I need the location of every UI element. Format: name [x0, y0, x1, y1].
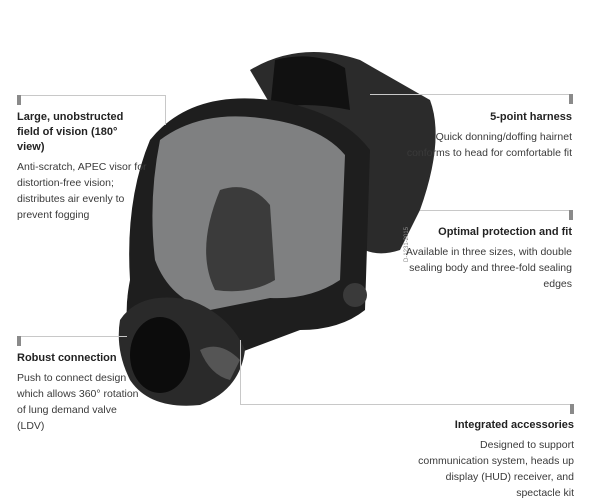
callout-title: Optimal protection and fit — [438, 226, 572, 238]
leader-line — [240, 340, 241, 405]
callout-marker — [570, 404, 574, 414]
callout-protection-fit: Optimal protection and fit Available in … — [392, 225, 572, 292]
callout-field-of-vision: Large, unobstructed field of vision (180… — [17, 110, 147, 223]
leader-line — [165, 95, 166, 125]
full-face-mask-image — [118, 52, 436, 406]
callout-body: Available in three sizes, with double se… — [405, 246, 572, 290]
leader-line — [17, 95, 166, 96]
callout-body: Anti-scratch, APEC visor for distortion-… — [17, 161, 147, 221]
callout-marker — [17, 336, 21, 346]
callout-body: Designed to support communication system… — [418, 439, 574, 499]
callout-title: Integrated accessories — [454, 419, 574, 431]
leader-line — [370, 94, 573, 95]
callout-body: Push to connect design which allows 360°… — [17, 372, 139, 432]
callout-marker — [569, 210, 573, 220]
callout-title: Large, unobstructed field of vision (180… — [17, 111, 124, 153]
callout-title: 5-point harness — [490, 111, 572, 123]
callout-robust-connection: Robust connection Push to connect design… — [17, 351, 142, 434]
leader-line — [420, 210, 573, 211]
callout-body: Quick donning/doffing hairnet conforms t… — [406, 131, 572, 159]
callout-marker — [17, 95, 21, 105]
leader-line — [240, 404, 574, 405]
callout-title: Robust connection — [17, 352, 117, 364]
callout-marker — [569, 94, 573, 104]
leader-line — [17, 336, 127, 337]
callout-integrated-accessories: Integrated accessories Designed to suppo… — [409, 418, 574, 501]
callout-harness: 5-point harness Quick donning/doffing ha… — [402, 110, 572, 161]
